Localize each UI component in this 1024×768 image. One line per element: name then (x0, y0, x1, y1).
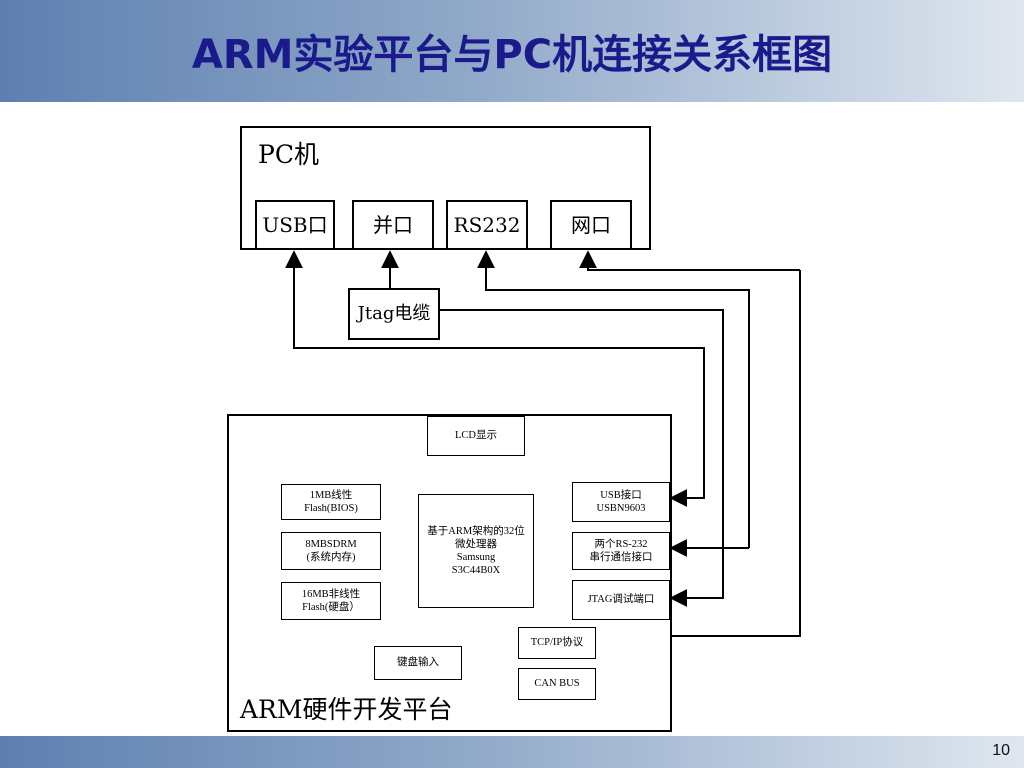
jtag-port-label: JTAG调试端口 (587, 594, 655, 606)
rs232-port-box (446, 200, 528, 250)
cpu-label: 基于ARM架构的32位 微处理器 Samsung S3C44B0X (427, 525, 525, 577)
flash-bios-box (281, 484, 381, 520)
cpu-box (418, 494, 534, 608)
jtag-port-box (572, 580, 670, 620)
arm-board-label: ARM硬件开发平台 (240, 695, 453, 725)
footer-bar (0, 736, 1024, 768)
rs232-port-label: RS232 (453, 212, 521, 237)
network-port-label: 网口 (571, 212, 611, 237)
keyboard-box (374, 646, 462, 680)
lcd-box (427, 416, 525, 456)
jtag-cable-box (348, 288, 440, 340)
parallel-port-box (352, 200, 434, 250)
flash-disk-label: 16MB非线性 Flash(硬盘） (301, 588, 361, 613)
lcd-label: LCD显示 (455, 430, 497, 442)
title-bar (0, 0, 1024, 102)
usb-interface-label: USB接口 USBN9603 (596, 489, 646, 514)
sdram-box (281, 532, 381, 570)
slide-title: ARM实验平台与PC机连接关系框图 (191, 32, 833, 78)
usb-port-box (255, 200, 335, 250)
page-number: 10 (992, 742, 1010, 759)
canbus-box (518, 668, 596, 700)
network-wire (579, 250, 800, 271)
sdram-label: 8MBSDRM (系统内存) (305, 538, 357, 563)
flash-bios-label: 1MB线性 Flash(BIOS) (304, 489, 358, 514)
rs232-wire (477, 250, 750, 548)
canbus-label: CAN BUS (534, 678, 580, 690)
flash-disk-box (281, 582, 381, 620)
jtag-cable-label: Jtag电缆 (357, 302, 431, 324)
rs232-interface-label: 两个RS-232 串行通信接口 (589, 538, 653, 563)
tcpip-label: TCP/IP协议 (530, 637, 584, 649)
network-port-box (550, 200, 632, 250)
usb-port-label: USB口 (262, 212, 328, 237)
jtag-wire (439, 309, 724, 607)
rs232-interface-box (572, 532, 670, 570)
keyboard-label: 键盘输入 (397, 657, 439, 669)
usb-interface-box (572, 482, 670, 522)
tcpip-box (518, 627, 596, 659)
parallel-port-label: 并口 (373, 212, 413, 237)
pc-label: PC机 (258, 140, 319, 170)
